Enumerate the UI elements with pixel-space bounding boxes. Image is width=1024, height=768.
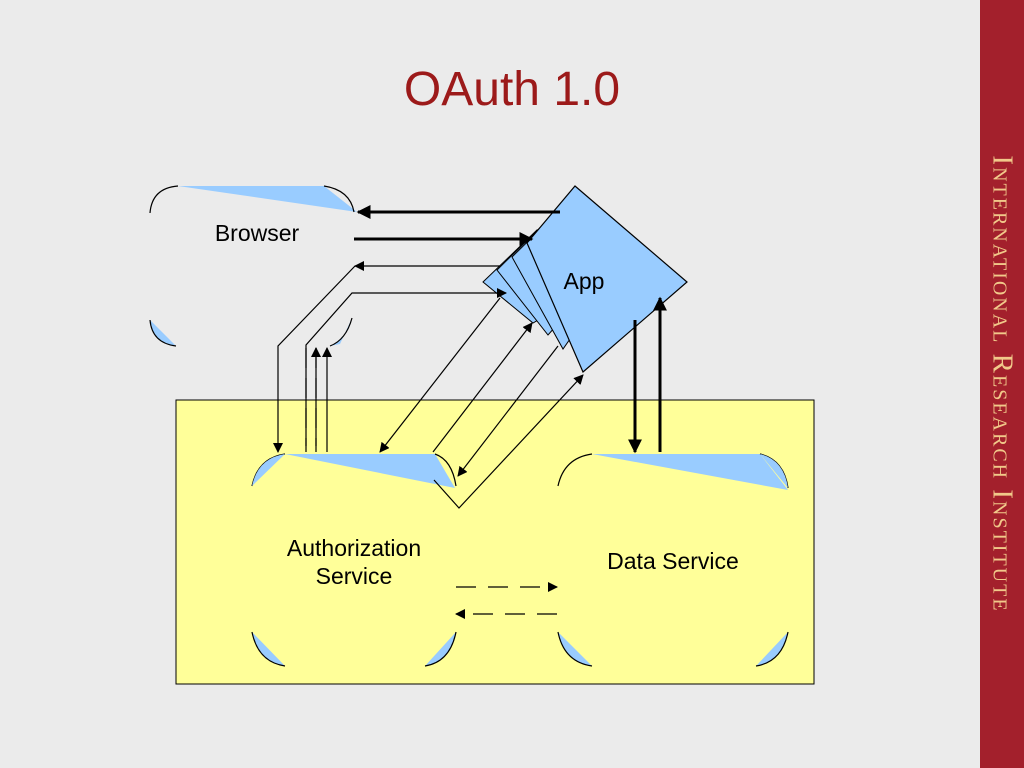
authorization-service-label-line1: Authorization — [287, 535, 421, 561]
browser-node: Browser — [149, 185, 357, 347]
app-to-auth-request-arrow — [379, 297, 501, 453]
app-label: App — [564, 268, 605, 294]
data-service-node: Data Service — [557, 453, 789, 667]
auth-to-app-token-arrow — [432, 322, 533, 453]
data-service-label: Data Service — [607, 548, 739, 574]
browser-callback-arrow — [305, 288, 507, 452]
authorization-service-label-line2: Service — [316, 563, 393, 589]
institute-name: International Research Institute — [986, 155, 1019, 613]
sidebar-banner: International Research Institute — [980, 0, 1024, 768]
app-node: App — [482, 185, 688, 373]
app-to-auth-exchange-arrow — [457, 345, 559, 477]
slide-title: OAuth 1.0 — [403, 63, 621, 116]
browser-to-auth-redirect-arrow — [273, 265, 356, 453]
browser-label: Browser — [215, 220, 300, 246]
auth-to-app-access-arrow — [433, 374, 584, 509]
oauth-diagram: Browser App Authorization Service Data S… — [149, 185, 815, 685]
services-container — [175, 399, 815, 685]
authorization-service-node: Authorization Service — [251, 453, 457, 667]
